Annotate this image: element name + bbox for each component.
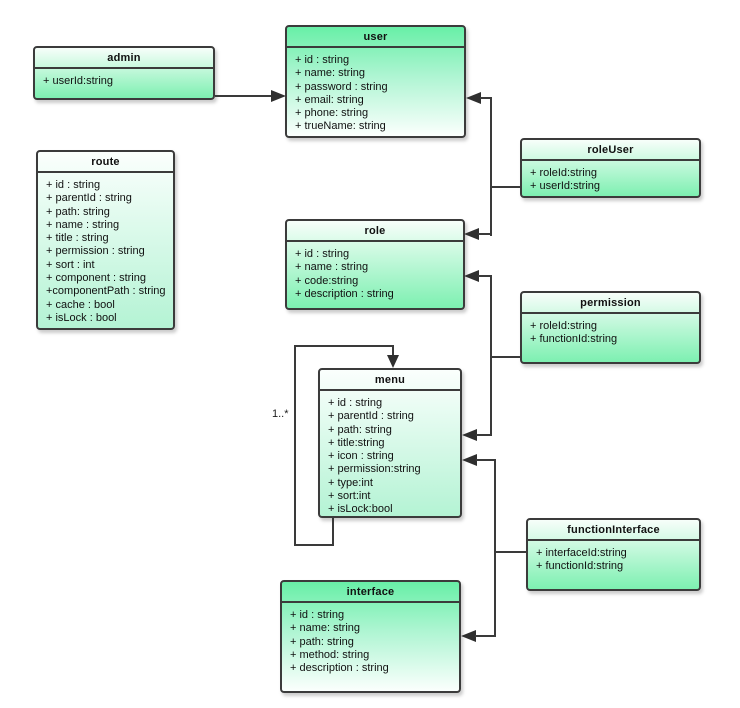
class-admin-title: admin — [35, 48, 213, 69]
field: + title:string — [328, 436, 385, 449]
field: + method: string — [290, 648, 370, 661]
field: + trueName: string — [295, 120, 386, 133]
field: + cache : bool — [46, 298, 115, 311]
class-roleUser[interactable]: roleUser + roleId:string + userId:string — [520, 138, 701, 198]
field: + name : string — [295, 261, 369, 274]
field: + password : string — [295, 80, 388, 93]
field: + description : string — [295, 287, 394, 300]
connector-menu-self-left-v — [294, 345, 296, 546]
class-roleUser-title: roleUser — [522, 140, 699, 161]
class-permission-title: permission — [522, 293, 699, 314]
field: + code:string — [295, 274, 359, 287]
class-roleUser-fields: + roleId:string + userId:string — [522, 161, 699, 198]
field: + component : string — [46, 272, 146, 285]
field: + parentId : string — [328, 410, 414, 423]
connector-functionInterface-stub — [495, 551, 526, 553]
field: + userId:string — [530, 180, 601, 193]
field: + description : string — [290, 662, 389, 675]
connector-menu-self-bottom-v — [332, 518, 334, 546]
connector-functionInterface-trunk-v — [494, 459, 496, 637]
connector-roleUser-trunk-v — [490, 97, 492, 236]
field: + functionId:string — [536, 560, 624, 573]
class-user[interactable]: user + id : string + name: string + pass… — [285, 25, 466, 138]
field: + userId:string — [43, 75, 114, 87]
connector-menu-self-stem-v — [392, 345, 394, 357]
field: + name : string — [46, 218, 120, 231]
class-interface[interactable]: interface + id : string + name: string +… — [280, 580, 461, 693]
class-functionInterface[interactable]: functionInterface + interfaceId:string +… — [526, 518, 701, 591]
field: + parentId : string — [46, 192, 132, 205]
field: + id : string — [290, 609, 345, 621]
class-role[interactable]: role + id : string + name : string + cod… — [285, 219, 465, 310]
arrowhead-into-menu-right-2-icon — [462, 454, 477, 466]
field: + path: string — [290, 635, 354, 648]
connector-roleUser-stub — [491, 186, 520, 188]
field: + type:int — [328, 476, 373, 489]
field: + roleId:string — [530, 320, 597, 332]
class-permission[interactable]: permission + roleId:string + functionId:… — [520, 291, 701, 364]
arrowhead-into-menu-top-icon — [387, 355, 399, 368]
class-menu[interactable]: menu + id : string + parentId : string +… — [318, 368, 462, 518]
connector-functionInterface-interface-h — [475, 635, 496, 637]
field: + email: string — [295, 93, 364, 106]
multiplicity-label: 1..* — [272, 408, 289, 420]
field: + functionId:string — [530, 333, 618, 346]
arrowhead-into-interface-right-icon — [461, 630, 476, 642]
field: + isLock:bool — [328, 503, 393, 516]
class-functionInterface-title: functionInterface — [528, 520, 699, 541]
arrowhead-into-user-left-icon — [271, 90, 286, 102]
class-interface-fields: + id : string + name: string + path: str… — [282, 603, 459, 679]
field: + sort:int — [328, 490, 371, 503]
connector-roleUser-role-h — [478, 233, 492, 235]
arrowhead-into-role-right-1-icon — [464, 228, 479, 240]
connector-permission-role-h — [478, 275, 492, 277]
connector-admin-user — [215, 95, 273, 97]
field: + id : string — [295, 54, 350, 66]
arrowhead-into-role-right-2-icon — [464, 270, 479, 282]
field: + permission:string — [328, 463, 421, 476]
field: + id : string — [295, 248, 350, 260]
class-route[interactable]: route + id : string + parentId : string … — [36, 150, 175, 330]
field: + name: string — [295, 67, 366, 80]
class-role-fields: + id : string + name : string + code:str… — [287, 242, 463, 305]
field: + icon : string — [328, 450, 394, 463]
field: + permission : string — [46, 245, 145, 258]
arrowhead-into-user-right-icon — [466, 92, 481, 104]
field: + sort : int — [46, 258, 95, 271]
class-user-title: user — [287, 27, 464, 48]
class-route-fields: + id : string + parentId : string + path… — [38, 173, 173, 329]
connector-functionInterface-menu-h — [476, 459, 496, 461]
class-permission-fields: + roleId:string + functionId:string — [522, 314, 699, 351]
class-admin-fields: + userId:string — [35, 69, 213, 92]
connector-menu-self-top-h — [294, 345, 393, 347]
connector-permission-stub — [491, 356, 520, 358]
field: + id : string — [46, 179, 101, 191]
class-menu-fields: + id : string + parentId : string + path… — [320, 391, 460, 521]
field: + path: string — [46, 205, 110, 218]
field: + title : string — [46, 232, 109, 245]
connector-menu-self-bottom-h — [294, 544, 334, 546]
class-admin[interactable]: admin + userId:string — [33, 46, 215, 100]
field: + name: string — [290, 622, 361, 635]
class-functionInterface-fields: + interfaceId:string + functionId:string — [528, 541, 699, 578]
class-role-title: role — [287, 221, 463, 242]
field: + path: string — [328, 423, 392, 436]
field: + roleId:string — [530, 167, 597, 179]
field: + interfaceId:string — [536, 547, 627, 559]
arrowhead-into-menu-right-1-icon — [462, 429, 477, 441]
class-interface-title: interface — [282, 582, 459, 603]
field: + id : string — [328, 397, 383, 409]
connector-roleUser-user-h — [480, 97, 492, 99]
field: +componentPath : string — [46, 285, 166, 298]
field: + isLock : bool — [46, 311, 117, 324]
class-menu-title: menu — [320, 370, 460, 391]
class-user-fields: + id : string + name: string + password … — [287, 48, 464, 138]
field: + phone: string — [295, 107, 369, 120]
connector-permission-menu-h — [476, 434, 492, 436]
class-route-title: route — [38, 152, 173, 173]
